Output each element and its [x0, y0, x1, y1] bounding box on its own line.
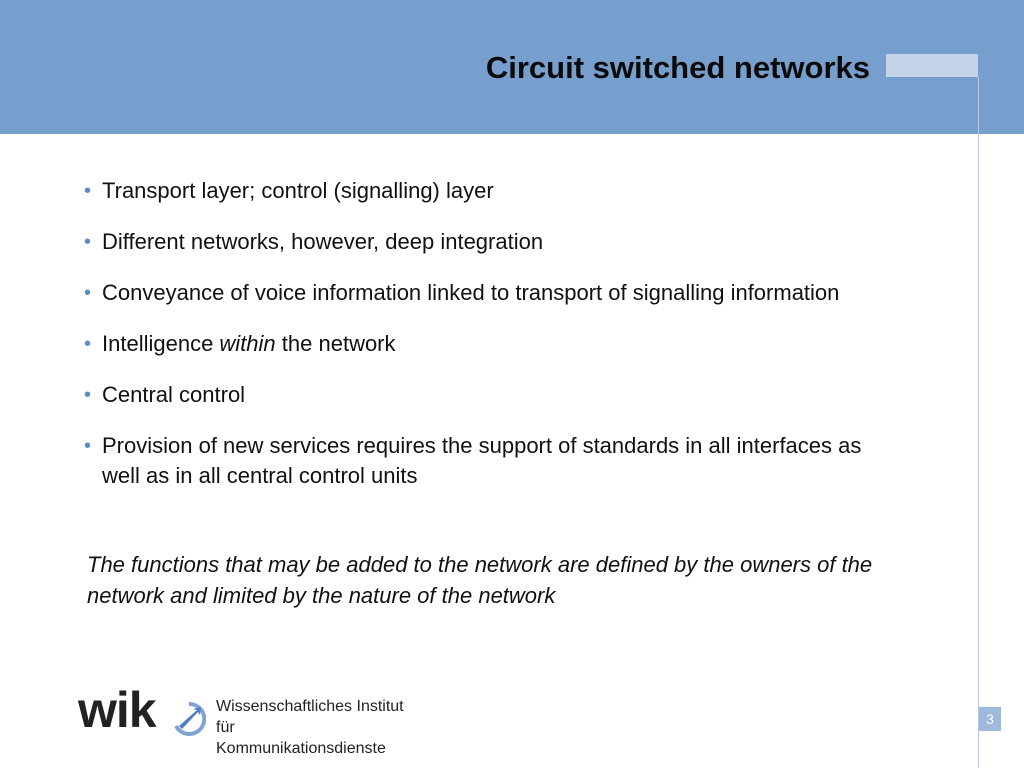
- bullet-marker: •: [84, 333, 92, 355]
- bullet-text-before: Intelligence: [102, 331, 220, 356]
- bullet-marker: •: [84, 435, 92, 457]
- wik-logo: wik Wissenschaftliches Institut für Komm…: [78, 682, 408, 757]
- right-divider-line: [978, 77, 979, 768]
- arrow-mark-icon: [174, 702, 206, 736]
- bullet-item: • Conveyance of voice information linked…: [84, 278, 904, 308]
- header-accent-bar: [886, 54, 978, 77]
- bullet-text: Intelligence within the network: [102, 331, 396, 356]
- bullet-text: Provision of new services requires the s…: [102, 433, 862, 488]
- bullet-list: • Transport layer; control (signalling) …: [84, 176, 904, 512]
- header-band: [0, 0, 1024, 134]
- bullet-marker: •: [84, 282, 92, 304]
- logo-line-1: Wissenschaftliches Institut: [216, 698, 404, 715]
- bullet-text: Conveyance of voice information linked t…: [102, 280, 840, 305]
- logo-institute-name: Wissenschaftliches Institut für Kommunik…: [216, 696, 408, 759]
- bullet-emphasis: within: [219, 331, 276, 356]
- bullet-marker: •: [84, 231, 92, 253]
- bullet-text: Central control: [102, 382, 246, 407]
- page-number-badge: 3: [979, 707, 1001, 731]
- bullet-item: • Transport layer; control (signalling) …: [84, 176, 904, 206]
- bullet-item: • Provision of new services requires the…: [84, 431, 904, 491]
- bullet-item: • Different networks, however, deep inte…: [84, 227, 904, 257]
- bullet-text: Transport layer; control (signalling) la…: [102, 178, 494, 203]
- bullet-text: Different networks, however, deep integr…: [102, 229, 544, 254]
- bullet-item: • Central control: [84, 380, 904, 410]
- bullet-item: • Intelligence within the network: [84, 329, 904, 359]
- logo-wordmark: wik: [78, 682, 157, 738]
- logo-line-2: für Kommunikationsdienste: [216, 719, 386, 757]
- slide-title: Circuit switched networks: [485, 50, 870, 85]
- bullet-marker: •: [84, 180, 92, 202]
- italic-note: The functions that may be added to the n…: [87, 552, 873, 608]
- bullet-text-after: the network: [275, 331, 396, 356]
- bullet-marker: •: [84, 384, 92, 406]
